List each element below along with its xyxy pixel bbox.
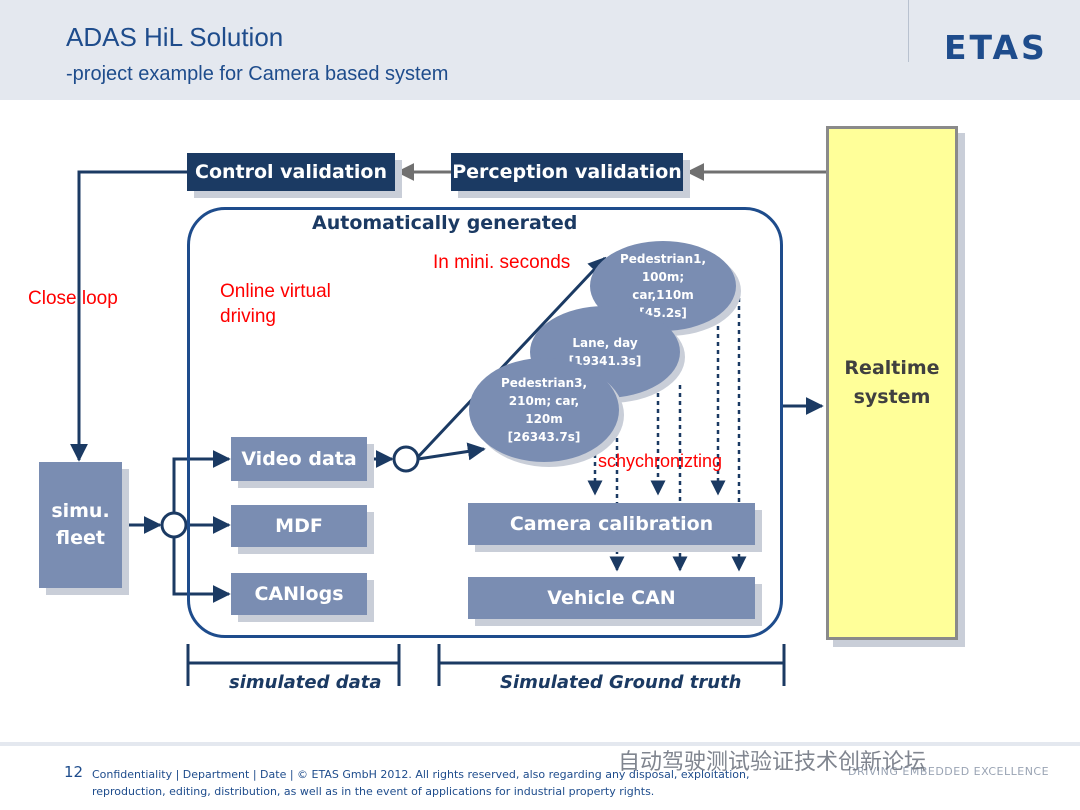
online-virtual-driving-note: Online virtual driving [220, 281, 331, 327]
confidentiality-notice: Confidentiality | Department | Date | © … [92, 768, 750, 798]
slide-header [0, 0, 1080, 100]
simulated-data-label: simulated data [229, 672, 382, 693]
perception-validation-box: Perception validation [451, 153, 683, 191]
etas-logo: ETAS [944, 28, 1048, 67]
synchronizing-note: schychronizting [598, 451, 723, 471]
wechat-watermark: 自动驾驶测试验证技术创新论坛 [618, 750, 927, 775]
canlogs-box: CANlogs [231, 573, 367, 615]
arrow-to-scenario3 [417, 442, 486, 461]
fleet-junction-node [160, 511, 188, 539]
arrow-to-canlogs [172, 537, 231, 603]
simu-fleet-box: simu. fleet [39, 462, 122, 588]
control-validation-box: Control validation [187, 153, 395, 191]
page-number: 12 [64, 763, 84, 781]
automatically-generated-label: Automatically generated [312, 212, 578, 234]
camera-calibration-box: Camera calibration [468, 503, 755, 545]
perception-validation-label: Perception validation [452, 161, 682, 183]
slide-title: ADAS HiL Solution [66, 22, 284, 52]
close-loop-note: Close loop [28, 288, 118, 309]
header-divider [908, 0, 909, 62]
auto-generated-container [187, 207, 783, 638]
simulated-ground-truth-label: Simulated Ground truth [500, 672, 742, 693]
realtime-system-box: Realtime system [826, 126, 958, 640]
footer-tagline: DRIVING EMBEDDED EXCELLENCE [848, 765, 1050, 778]
mdf-box: MDF [231, 505, 367, 547]
scenario-pedestrian3-ellipse: Pedestrian3, 210m; car, 120m [26343.7s] [469, 358, 619, 462]
arrow-to-video-data [172, 450, 231, 513]
vehicle-can-box: Vehicle CAN [468, 577, 755, 619]
control-validation-label: Control validation [195, 161, 387, 183]
footer-divider [0, 742, 1080, 746]
video-data-box: Video data [231, 437, 367, 481]
arrow-close-loop [70, 170, 187, 462]
slide-subtitle: -project example for Camera based system [66, 63, 449, 85]
arrow-to-scenario1 [416, 256, 607, 459]
in-mini-seconds-note: In mini. seconds [433, 252, 571, 273]
